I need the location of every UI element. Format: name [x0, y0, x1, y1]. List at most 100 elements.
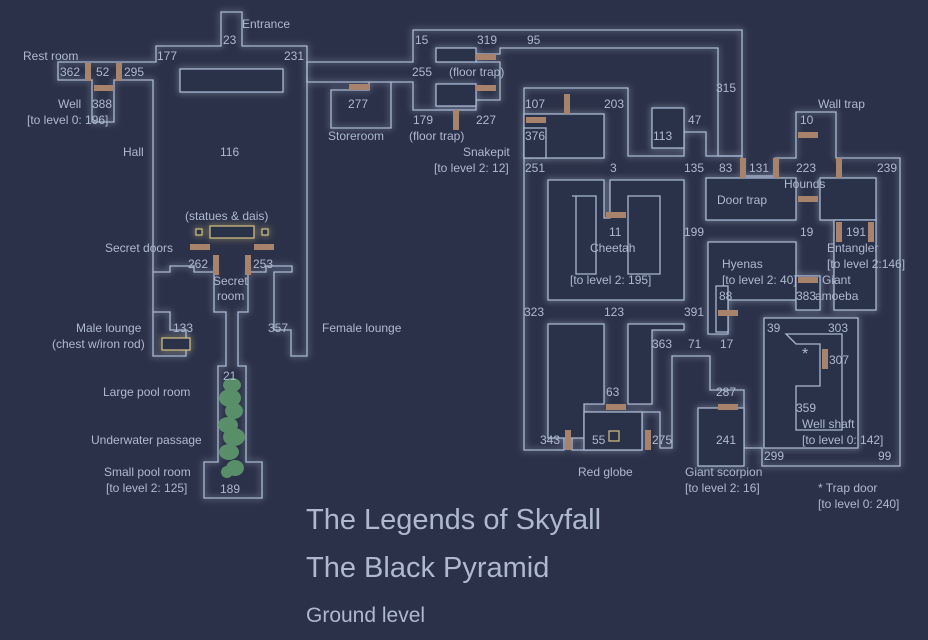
room-number: 388 [92, 97, 113, 111]
room-number: 303 [828, 321, 849, 335]
door [798, 132, 818, 138]
doors [85, 54, 874, 450]
label-secret-doors: Secret doors [105, 241, 174, 255]
door [85, 63, 91, 81]
room-number: 227 [476, 113, 497, 127]
door [718, 310, 738, 316]
room-number: 23 [223, 33, 237, 47]
hall-inner-wall [179, 68, 284, 93]
room-number: 307 [829, 353, 850, 367]
door [565, 430, 571, 450]
room-number: 241 [716, 433, 737, 447]
room-88 [715, 285, 729, 333]
room-number: 223 [796, 161, 817, 175]
pool-water [218, 378, 245, 478]
door [245, 255, 251, 275]
door [476, 54, 496, 60]
room-113 [651, 107, 685, 149]
room-number: 179 [413, 113, 434, 127]
label-entangler: Entangler [827, 241, 879, 255]
room-number: 133 [173, 321, 194, 335]
door [836, 158, 842, 178]
room-number: 10 [800, 113, 814, 127]
male-chest [161, 337, 191, 351]
statue-left [195, 228, 203, 236]
room-number: 295 [124, 65, 145, 79]
room-number: 123 [604, 305, 625, 319]
room-number: 203 [604, 97, 625, 111]
scorpion-room [697, 407, 745, 467]
label-statues: (statues & dais) [185, 209, 269, 223]
label-well-shaft: Well shaft [802, 417, 855, 431]
label-hyenas: Hyenas [722, 257, 763, 271]
door [476, 85, 496, 91]
room-number: 71 [688, 337, 702, 351]
room-number: 52 [96, 65, 110, 79]
room-number: 253 [253, 257, 274, 271]
room-number: 277 [348, 97, 369, 111]
room-number: 315 [716, 81, 737, 95]
room-number: 376 [525, 129, 546, 143]
room-number: 135 [684, 161, 705, 175]
pool-blob [225, 403, 243, 419]
door [645, 430, 651, 450]
door [453, 110, 459, 130]
room-number: 55 [592, 433, 606, 447]
label-hyenas-link: [to level 2: 40] [722, 273, 797, 287]
door [116, 63, 122, 81]
label-snakepit-link: [to level 2: 12] [434, 161, 509, 175]
label-entangler-link: [to level 2:146] [827, 257, 906, 271]
label-hall: Hall [123, 145, 144, 159]
label-male-lounge: Male lounge [76, 321, 142, 335]
door [349, 84, 369, 90]
label-small-pool: Small pool room [104, 465, 191, 479]
label-secret-room-2: room [217, 289, 245, 303]
label-small-pool-link: [to level 2: 125] [106, 481, 188, 495]
room-number: 391 [684, 305, 705, 319]
room-number: 231 [284, 49, 305, 63]
door [254, 244, 274, 250]
room-number: 199 [684, 225, 705, 239]
label-cheetah: Cheetah [590, 241, 636, 255]
room-number: 177 [157, 49, 178, 63]
label-well-link: [to level 0: 196] [27, 113, 109, 127]
dais [209, 225, 255, 239]
room-number: 299 [764, 449, 785, 463]
room-number: 39 [767, 321, 781, 335]
room-number: 323 [524, 305, 545, 319]
label-giant-scorpion: Giant scorpion [685, 465, 763, 479]
room-number: 47 [688, 113, 702, 127]
label-rest-room: Rest room [23, 49, 79, 63]
door [190, 244, 210, 250]
door [868, 222, 874, 242]
door [822, 349, 828, 369]
room-number: 19 [800, 225, 814, 239]
door [526, 117, 546, 123]
door [836, 222, 842, 242]
room-number: 262 [188, 257, 209, 271]
map-title: The Legends of Skyfall [306, 504, 602, 536]
room-number: 255 [412, 65, 433, 79]
label-red-globe: Red globe [578, 465, 633, 479]
door [740, 158, 746, 178]
pool-blob [223, 428, 245, 446]
room-number: 287 [716, 385, 737, 399]
pool-blob [219, 389, 241, 407]
room-number: 239 [877, 161, 898, 175]
room-number: 357 [268, 321, 289, 335]
label-snakepit: Snakepit [463, 145, 510, 159]
label-well: Well [58, 97, 82, 111]
statue-right [261, 228, 269, 236]
door [213, 255, 219, 275]
map-level: Ground level [306, 604, 426, 627]
door [773, 158, 779, 178]
door [798, 277, 818, 283]
label-female-lounge: Female lounge [322, 321, 402, 335]
pool-blob [219, 444, 239, 460]
room-number: 275 [652, 433, 673, 447]
room-number: 189 [220, 482, 241, 496]
label-trap-door-link: [to level 0: 240] [818, 497, 900, 511]
room-number: 383 [796, 289, 817, 303]
label-secret-room-1: Secret [213, 274, 248, 288]
